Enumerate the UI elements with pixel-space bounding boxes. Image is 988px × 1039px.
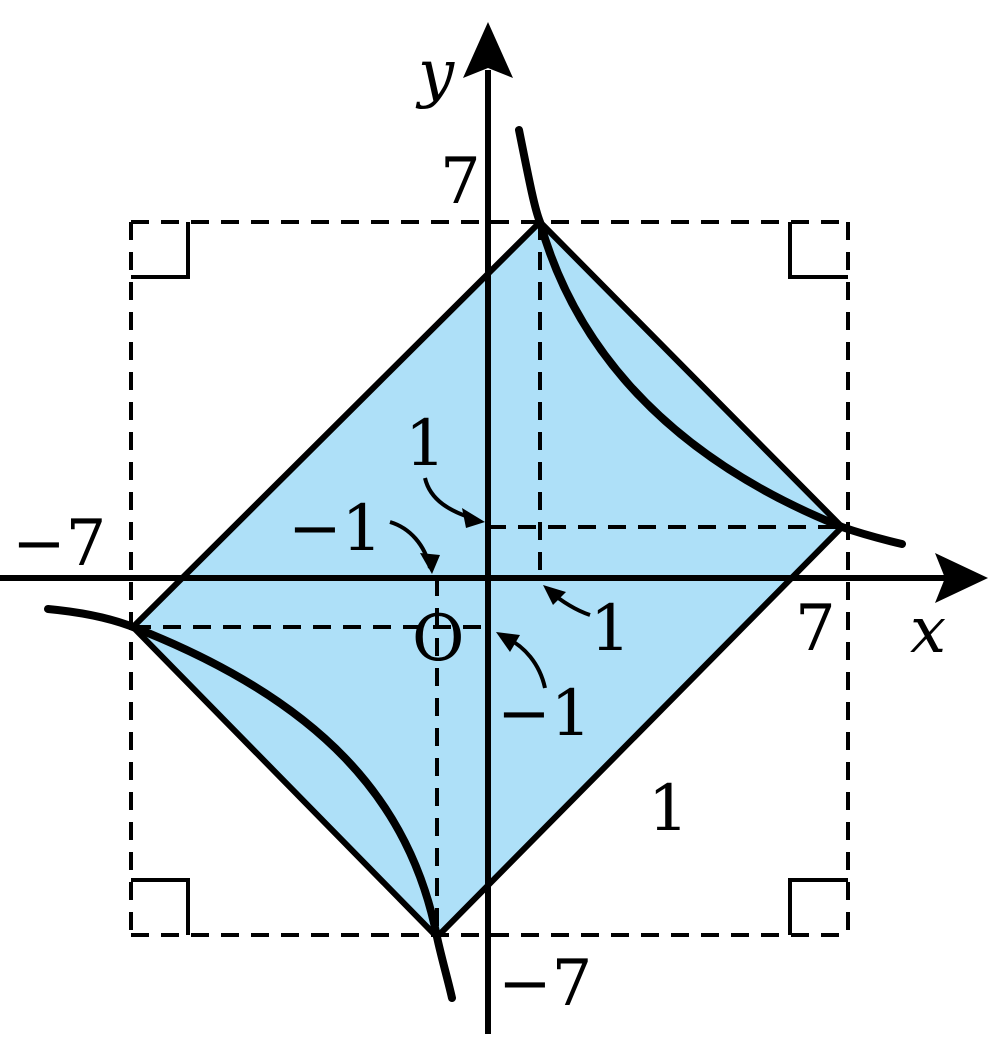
axes [0, 70, 945, 1034]
corner-mark-bottom-left [131, 878, 190, 935]
corner-mark-bottom-right [788, 878, 848, 935]
right-angle-marks [131, 222, 848, 935]
hyperbola-branch-upper [515, 126, 906, 548]
pointer-x-neg1-head [420, 553, 440, 574]
x-tick-neg7: −7 [12, 507, 106, 581]
region-label: 1 [648, 772, 689, 846]
pointer-arrowheads [420, 508, 566, 652]
y-tick-1: 1 [405, 407, 446, 481]
corner-mark-top-left [131, 222, 190, 279]
corner-mark-top-right [788, 222, 848, 279]
x-axis-label: x [910, 594, 946, 668]
y-tick-neg7: −7 [498, 947, 592, 1021]
origin-label: O [412, 602, 464, 676]
pointer-y-neg1-head [496, 632, 520, 652]
x-tick-neg1: −1 [288, 492, 382, 566]
x-axis-arrowhead [935, 553, 988, 603]
y-tick-7: 7 [440, 145, 481, 219]
x-tick-7: 7 [795, 592, 836, 666]
hyperbola-branch-lower [44, 605, 456, 1002]
pointer-y-1-head [462, 508, 485, 528]
pointer-x-1-head [543, 585, 566, 605]
y-axis-label: y [415, 37, 455, 111]
y-axis-arrowhead [463, 22, 513, 78]
x-tick-1: 1 [590, 592, 631, 666]
y-tick-neg1: −1 [497, 677, 591, 751]
